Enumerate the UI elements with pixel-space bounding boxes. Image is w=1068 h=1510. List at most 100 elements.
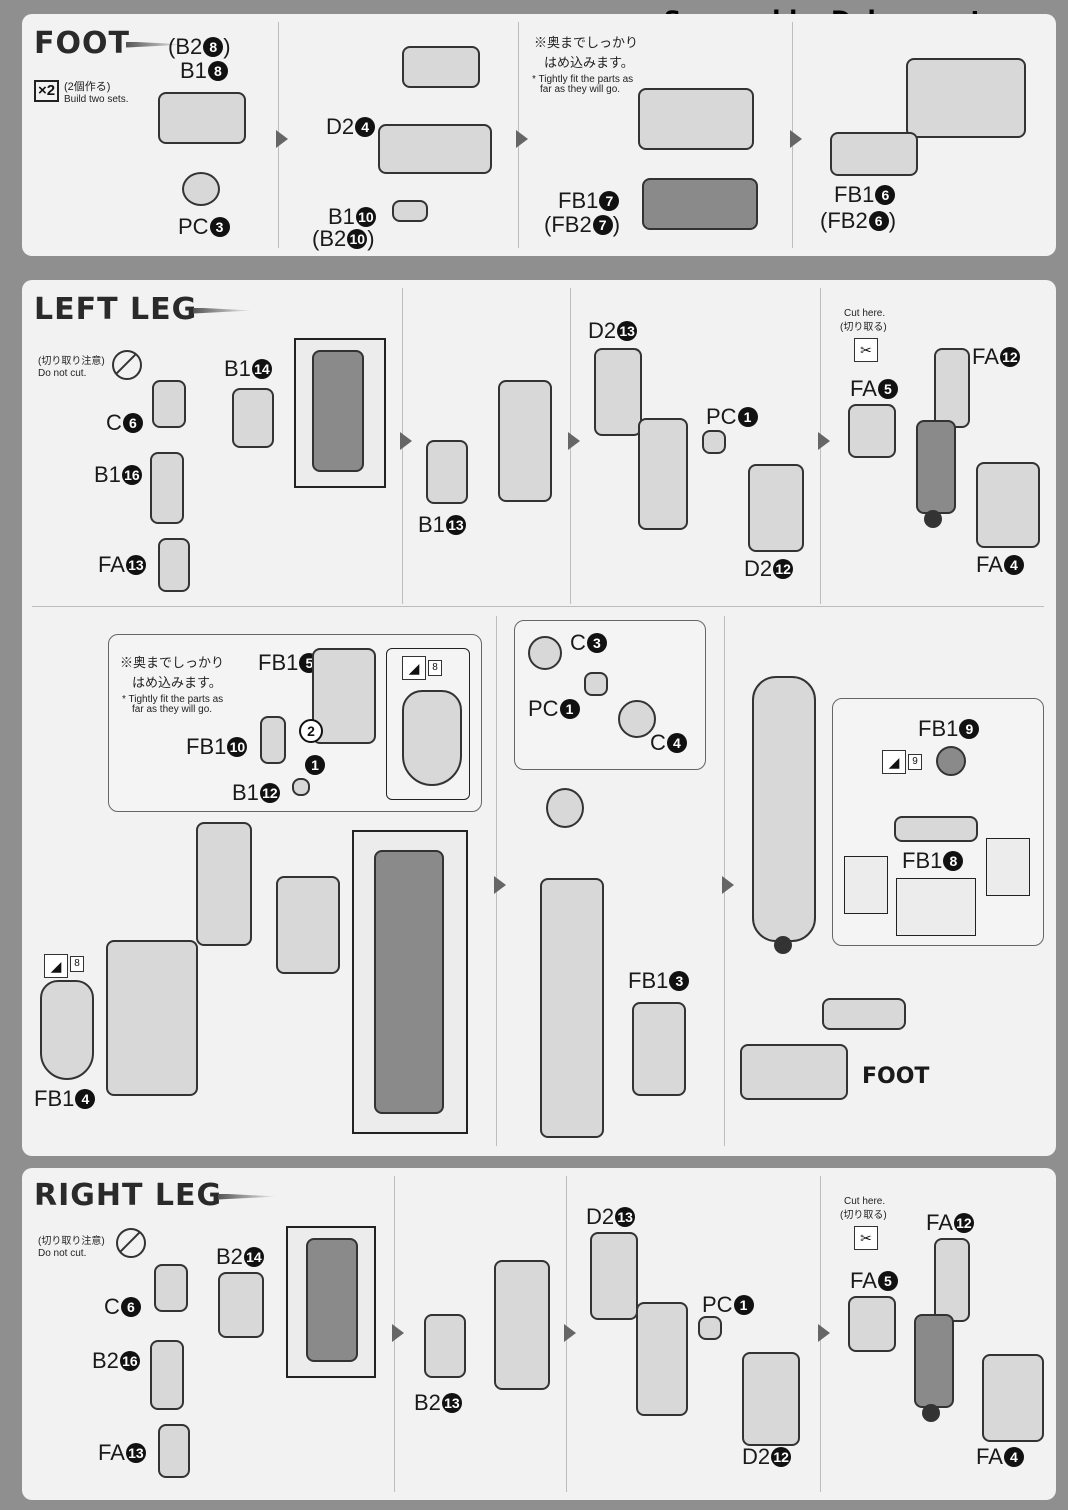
knee-joint-ball — [546, 788, 584, 828]
ref-box-9: 9 — [908, 754, 922, 770]
thigh-frame-detail — [374, 850, 444, 1114]
leg-complete — [752, 676, 816, 942]
ankle-bar — [894, 816, 978, 842]
leg-part-c6 — [152, 380, 186, 428]
leg-assembled-mid — [540, 878, 604, 1138]
lower-leg-frame — [914, 1314, 954, 1408]
ref-box-8b: 8 — [70, 956, 84, 972]
foot-part-d2-4 — [378, 124, 492, 174]
section-title-left-leg: LEFT LEG — [34, 292, 254, 327]
leg-part-b1-14 — [232, 388, 274, 448]
detail-box-ankle-right — [986, 838, 1030, 896]
thigh-frame-upper — [196, 822, 252, 946]
leg-part-b1-12 — [292, 778, 310, 796]
lower-frame-lower — [106, 940, 198, 1096]
leg-part-fb1-10 — [260, 716, 286, 764]
leg-part-fa13 — [158, 538, 190, 592]
leg-part-fb1-3 — [632, 1002, 686, 1096]
section-title-foot: FOOT — [34, 26, 186, 61]
do-not-cut-en: Do not cut. — [38, 368, 87, 379]
step-arrow — [790, 130, 802, 148]
lower-leg-frame — [916, 420, 956, 514]
do-not-cut-jp: (切り取り注意) — [38, 356, 105, 367]
leg-part-c4 — [618, 700, 656, 738]
ankle-armor — [822, 998, 906, 1030]
do-not-cut-icon — [112, 350, 142, 380]
knife-icon-ref8: ◢ — [402, 656, 426, 680]
leg-part-fa5 — [848, 404, 896, 458]
leg-part-c3 — [528, 636, 562, 670]
foot-part-fb1-6 — [830, 132, 918, 176]
leg-part-b1-13 — [426, 440, 468, 504]
knee-frame-detail — [306, 1238, 358, 1362]
leg-part-fa12 — [934, 1238, 970, 1322]
cut-here-jp: (切り取る) — [840, 322, 887, 333]
leg-part-b1-16 — [150, 452, 184, 524]
leg-part-b2-16 — [150, 1340, 184, 1410]
foot-part-top — [402, 46, 480, 88]
leg-part-d2-12 — [748, 464, 804, 552]
foot-part-pc3 — [182, 172, 220, 206]
leg-part-d2-13 — [590, 1232, 638, 1320]
fit-note-jp-2-lower: はめ込みます。 — [132, 675, 222, 690]
step-arrow — [276, 130, 288, 148]
leg-part-fb1-4 — [40, 980, 94, 1080]
cut-here-jp: (切り取る) — [840, 1210, 887, 1221]
leg-part-fa4 — [982, 1354, 1044, 1442]
leg-part-pc1 — [702, 430, 726, 454]
leg-part-fa4 — [976, 462, 1040, 548]
knee-frame-detail — [312, 350, 364, 472]
leg-part-fa5 — [848, 1296, 896, 1352]
foot-label: FOOT — [862, 1064, 930, 1089]
step-number-2: 2 — [298, 718, 323, 744]
section-title-right-leg: RIGHT LEG — [34, 1178, 279, 1213]
foot-part-b1-8 — [158, 92, 246, 144]
cut-knife-icon: ✂ — [854, 1226, 878, 1250]
knee-frame-step3 — [636, 1302, 688, 1416]
fit-note-en-2: far as they will go. — [540, 84, 621, 95]
leg-part-d2-12 — [742, 1352, 800, 1446]
build-two-jp: (2個作る) — [64, 81, 111, 93]
knife-icon-ref9: ◢ — [882, 750, 906, 774]
knee-frame-assembled — [494, 1260, 550, 1390]
build-count-badge: ×2 — [34, 80, 60, 102]
knife-icon-ref8b: ◢ — [44, 954, 68, 978]
foot-part-fb1-7 — [642, 178, 758, 230]
thigh-armor-detail — [402, 690, 462, 786]
leg-part-pc1 — [698, 1316, 722, 1340]
leg-part-b2-13 — [424, 1314, 466, 1378]
fit-note-jp-2: はめ込みます。 — [544, 55, 634, 70]
